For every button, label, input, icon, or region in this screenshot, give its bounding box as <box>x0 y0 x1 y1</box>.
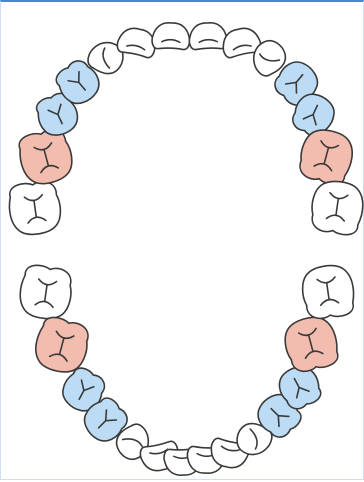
tooth-lower-14-molar[interactable] <box>300 263 357 321</box>
tooth-upper-14-molar[interactable] <box>309 178 364 236</box>
tooth-upper-10-canine[interactable] <box>247 36 291 80</box>
tooth-groove <box>97 419 107 429</box>
tooth-crown <box>116 27 156 59</box>
tooth-lower-1-molar[interactable] <box>17 263 74 321</box>
tooth-groove <box>297 327 317 337</box>
tooth-upper-7-incisor[interactable] <box>151 22 191 51</box>
tooth-lower-2-molar[interactable] <box>31 314 93 377</box>
tooth-groove <box>40 164 60 174</box>
tooth-upper-6-incisor[interactable] <box>116 25 158 59</box>
tooth-groove <box>160 38 181 44</box>
tooth-groove <box>102 47 111 69</box>
tooth-groove <box>58 337 65 355</box>
tooth-upper-11-premolar[interactable] <box>269 55 324 110</box>
tooth-groove <box>329 191 349 200</box>
tooth-upper-12-premolar[interactable] <box>288 89 340 141</box>
tooth-groove <box>270 407 280 417</box>
tooth-upper-9-incisor[interactable] <box>220 25 262 59</box>
tooth-groove <box>320 140 340 149</box>
tooth-groove <box>78 389 85 401</box>
tooth-groove <box>316 276 336 284</box>
tooth-upper-4-premolar[interactable] <box>51 55 106 110</box>
tooth-lower-13-molar[interactable] <box>280 312 342 375</box>
tooth-crown <box>222 27 262 59</box>
tooth-crown <box>151 22 191 51</box>
tooth-groove <box>312 104 319 116</box>
tooth-groove <box>232 44 252 51</box>
tooth-upper-13-molar[interactable] <box>295 125 357 188</box>
tooth-groove <box>57 113 63 125</box>
tooth-groove <box>126 44 146 51</box>
tooth-groove <box>34 300 54 309</box>
tooth-groove <box>121 438 143 448</box>
tooth-groove <box>43 149 50 167</box>
tooth-groove <box>43 284 48 302</box>
tooth-groove <box>323 147 330 165</box>
tooth-groove <box>33 200 38 218</box>
tooth-upper-3-premolar[interactable] <box>31 89 83 141</box>
tooth-groove <box>48 353 68 362</box>
tooth-groove <box>198 38 219 44</box>
tooth-groove <box>220 445 240 452</box>
tooth-upper-1-molar[interactable] <box>6 179 63 237</box>
tooth-crown <box>252 39 287 77</box>
tooth-lower-10-canine[interactable] <box>232 418 276 461</box>
tooth-groove <box>325 282 330 300</box>
tooth-groove <box>259 53 281 62</box>
tooth-groove <box>335 198 340 216</box>
tooth-groove <box>293 377 300 389</box>
tooth-lower-12-premolar[interactable] <box>273 360 326 413</box>
tooth-upper-8-incisor[interactable] <box>188 22 228 51</box>
lower-arch <box>17 263 357 476</box>
tooth-groove <box>27 216 47 224</box>
upper-arch <box>6 22 364 237</box>
tooth-upper-2-molar[interactable] <box>15 126 77 189</box>
tooth-groove <box>295 73 304 84</box>
tooth-groove <box>249 428 258 450</box>
tooth-crown <box>188 22 228 51</box>
tooth-lower-4-premolar[interactable] <box>77 392 132 447</box>
tooth-groove <box>307 334 314 352</box>
tooth-crown <box>236 422 273 456</box>
tooth-groove <box>77 81 86 91</box>
